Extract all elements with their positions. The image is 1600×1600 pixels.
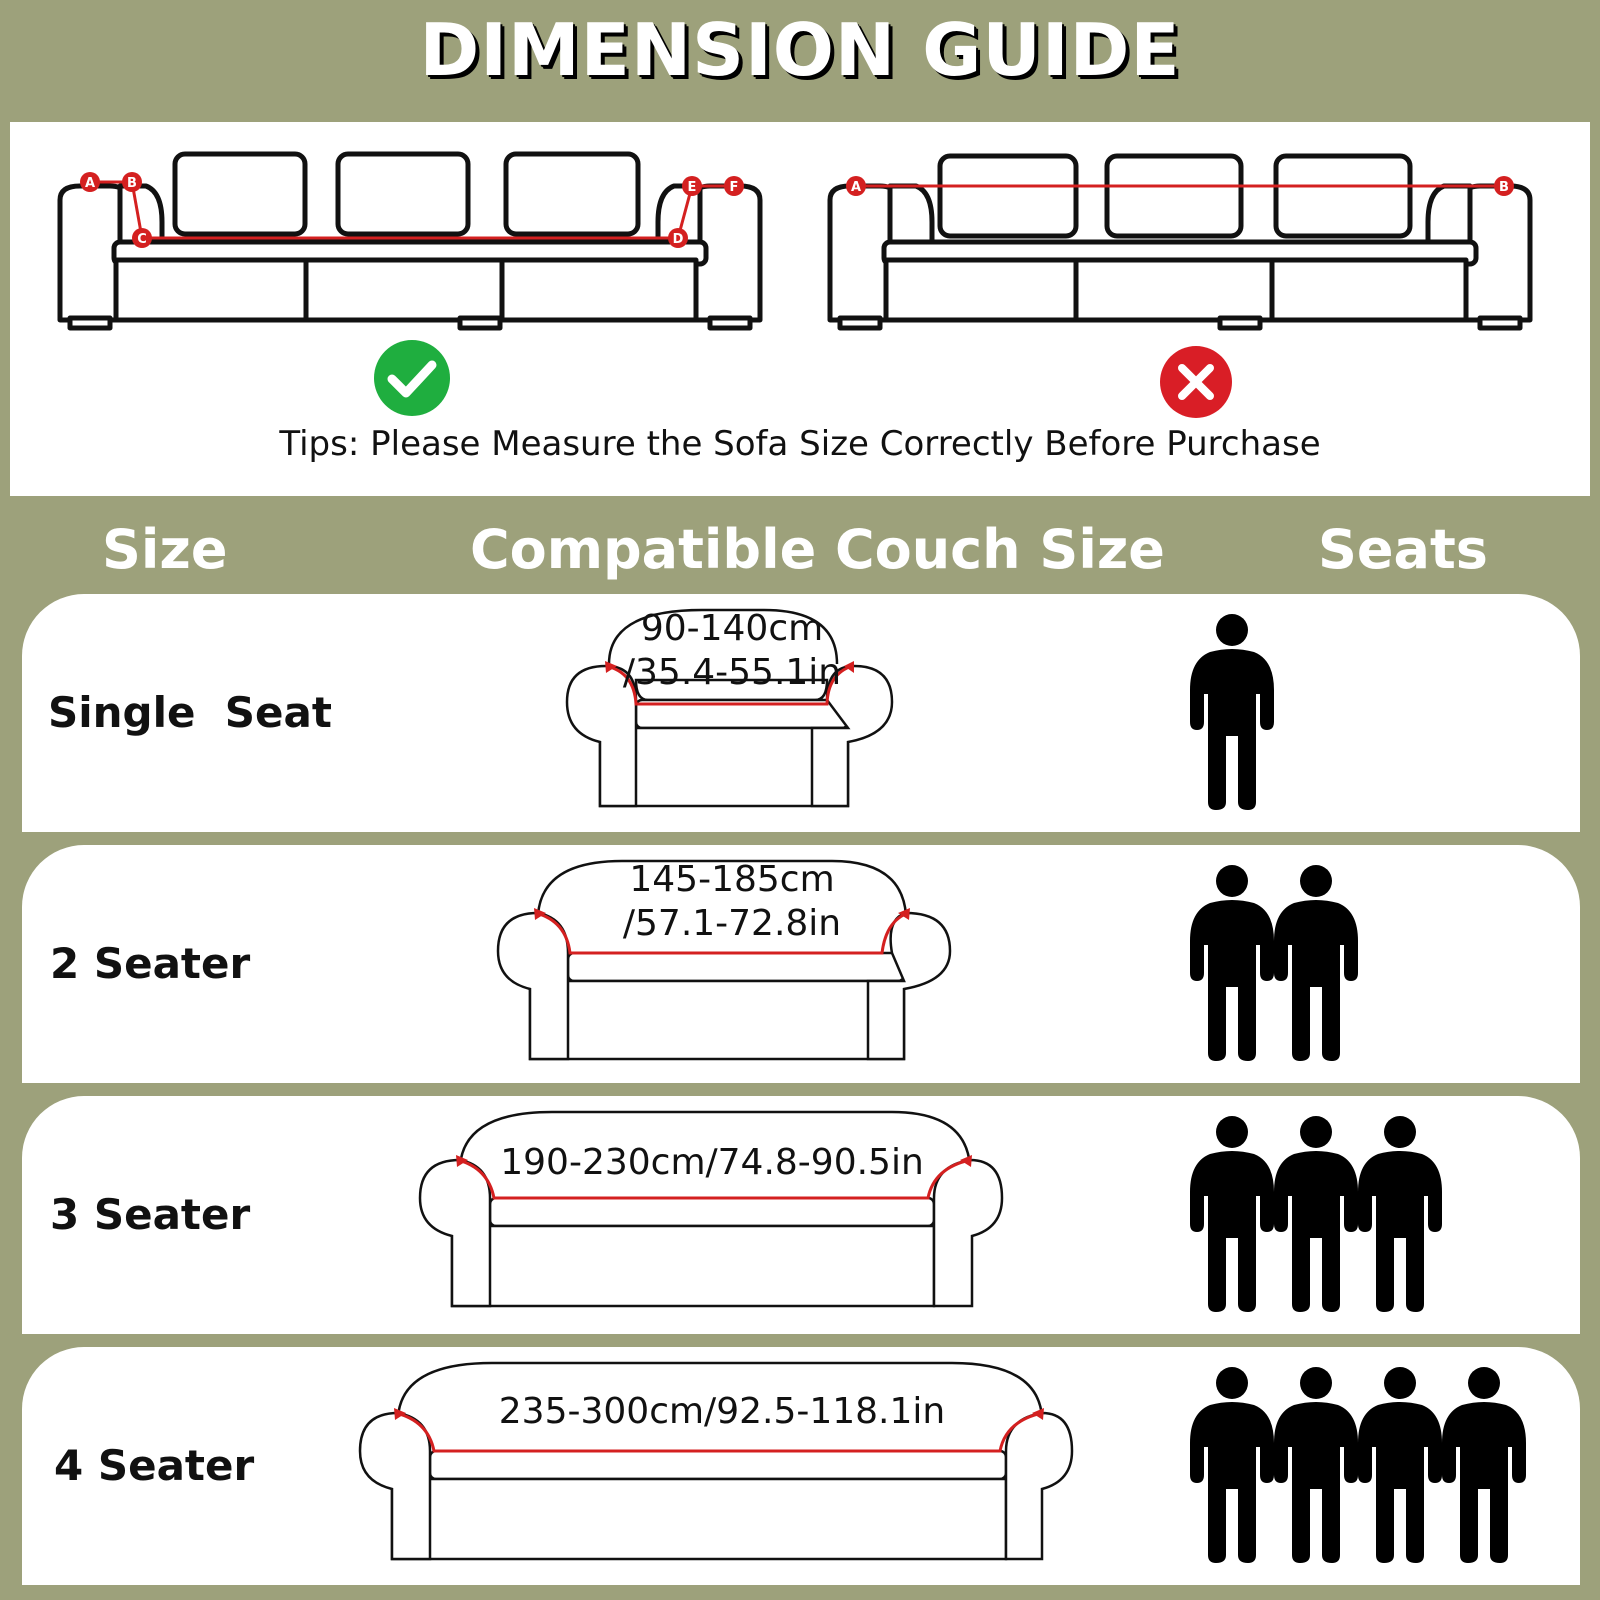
dimension-cm: 145-185cm: [629, 859, 835, 900]
dimension-cm: 90-140cm: [640, 608, 824, 649]
size-row-2-seater: 2 Seater 145-185cm /57.1-72.8in: [22, 845, 1580, 1083]
page-title: DIMENSION GUIDE: [419, 8, 1181, 92]
person-icon: [1442, 1367, 1526, 1563]
marker-c: C: [137, 232, 147, 247]
size-label: 3 Seater: [50, 1190, 251, 1239]
marker-d: D: [673, 232, 684, 247]
size-label: Single Seat: [48, 688, 332, 737]
person-icon: [1358, 1367, 1442, 1563]
person-icon: [1190, 1367, 1274, 1563]
sofa-correct-illustration: A B C D E F: [57, 151, 763, 331]
dimension-in: /35.4-55.1in: [622, 652, 842, 693]
cross-circle-icon: [1160, 346, 1232, 418]
tips-text: Tips: Please Measure the Sofa Size Corre…: [279, 424, 1321, 464]
size-label: 4 Seater: [54, 1441, 255, 1490]
couch-4-seater-icon: [358, 1361, 1074, 1561]
person-icon: [1190, 865, 1274, 1061]
couch-2-seater-icon: [496, 859, 952, 1061]
couch-single-icon: [565, 608, 894, 808]
header-compatible: Compatible Couch Size: [470, 518, 1165, 581]
person-icon: [1190, 614, 1274, 810]
person-icon: [1190, 1116, 1274, 1312]
marker-f: F: [730, 180, 739, 195]
sofa-wrong-illustration: A B: [827, 153, 1533, 331]
size-row-4-seater: 4 Seater 235-300cm/92.5-118.1in: [22, 1347, 1580, 1585]
person-icon: [1274, 1367, 1358, 1563]
marker-a-wrong: A: [851, 180, 861, 195]
dimension-in: /57.1-72.8in: [622, 903, 842, 944]
size-row-single: Single Seat 90-140cm /35.4-55.1in: [22, 594, 1580, 832]
size-label: 2 Seater: [50, 939, 251, 988]
check-circle-icon: [374, 340, 450, 416]
size-row-3-seater: 3 Seater 190-230cm/74.8-90.5in: [22, 1096, 1580, 1334]
dimension-label: 235-300cm/92.5-118.1in: [498, 1391, 946, 1432]
dimension-label: 190-230cm/74.8-90.5in: [500, 1142, 924, 1183]
header-size: Size: [102, 518, 228, 581]
marker-a: A: [85, 176, 95, 191]
couch-3-seater-icon: [418, 1110, 1004, 1308]
person-icon: [1274, 1116, 1358, 1312]
table-header: Size Compatible Couch Size Seats: [0, 508, 1600, 592]
marker-e: E: [688, 180, 697, 195]
tips-panel: A B C D E F A B: [10, 122, 1590, 496]
header-seats: Seats: [1318, 518, 1488, 581]
person-icon: [1358, 1116, 1442, 1312]
marker-b: B: [127, 176, 137, 191]
person-icon: [1274, 865, 1358, 1061]
marker-b-wrong: B: [1499, 180, 1509, 195]
